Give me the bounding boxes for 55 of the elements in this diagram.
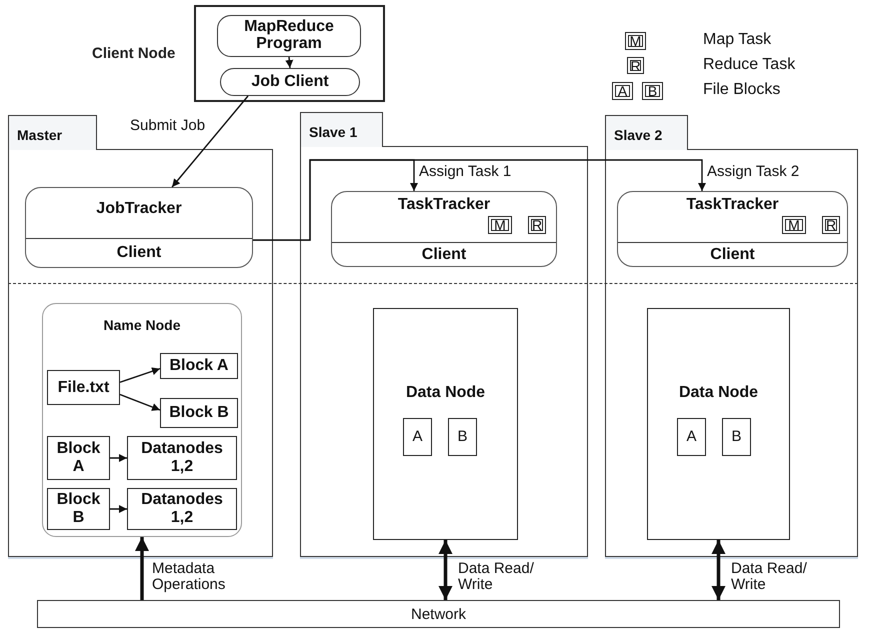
- arrow: [135, 537, 149, 600]
- process-box: File.txt: [47, 370, 120, 405]
- box-subtitle: Client: [710, 246, 755, 264]
- task-symbol: M: [625, 32, 646, 50]
- box-title: TaskTracker: [686, 196, 779, 213]
- edge-label: Assign Task 1: [419, 164, 512, 180]
- tracker-box: [331, 191, 557, 267]
- arrow: [438, 540, 452, 600]
- arrow: [253, 159, 706, 241]
- arrow: [110, 505, 127, 513]
- block-box: A: [677, 418, 706, 456]
- legend-text: Map Task: [703, 31, 772, 49]
- block-box: A: [403, 418, 432, 456]
- task-symbol: M: [488, 216, 512, 234]
- edge-label: Assign Task 2: [707, 164, 800, 180]
- name-node-box: [42, 303, 242, 537]
- process-box: Block B: [160, 398, 238, 428]
- group-title: Data Node: [404, 384, 486, 402]
- node-title: Client Node: [92, 45, 176, 62]
- data-node-box: [373, 308, 518, 540]
- process-box: Block A: [160, 353, 238, 379]
- legend-text: Reduce Task: [703, 56, 796, 74]
- tracker-box: [617, 191, 848, 267]
- tracker-box: [25, 187, 253, 268]
- rounded-box: Job Client: [220, 68, 360, 96]
- process-box: Datanodes 1,2: [127, 436, 237, 480]
- arrow: [120, 394, 160, 411]
- arrow: [712, 540, 726, 600]
- rounded-box: MapReduce Program: [217, 15, 361, 57]
- process-box: Block B: [47, 488, 110, 530]
- group-title: Data Node: [678, 384, 760, 402]
- task-symbol: R: [822, 216, 840, 234]
- legend-text: File Blocks: [703, 81, 780, 99]
- panel-tab: Slave 1: [300, 112, 383, 147]
- data-node-box: [647, 308, 790, 540]
- network-bar: Network: [37, 600, 840, 628]
- arrow: [285, 56, 294, 68]
- arrow: [172, 96, 249, 188]
- box-title: TaskTracker: [398, 196, 490, 213]
- arrow: [120, 367, 160, 383]
- task-symbol: M: [782, 216, 806, 234]
- arrow: [110, 454, 127, 462]
- task-symbol: B: [642, 82, 663, 100]
- box-subtitle: Client: [422, 246, 466, 264]
- box-subtitle: Client: [116, 244, 162, 262]
- block-box: B: [722, 418, 751, 456]
- box-title: JobTracker: [96, 200, 182, 217]
- process-box: Datanodes 1,2: [127, 488, 237, 530]
- process-box: Block A: [47, 436, 110, 480]
- block-box: B: [448, 418, 477, 456]
- task-symbol: R: [528, 216, 546, 234]
- task-symbol: A: [612, 82, 633, 100]
- panel-tab: Master: [8, 115, 97, 150]
- group-title: Name Node: [102, 317, 182, 333]
- panel-tab: Slave 2: [605, 115, 688, 150]
